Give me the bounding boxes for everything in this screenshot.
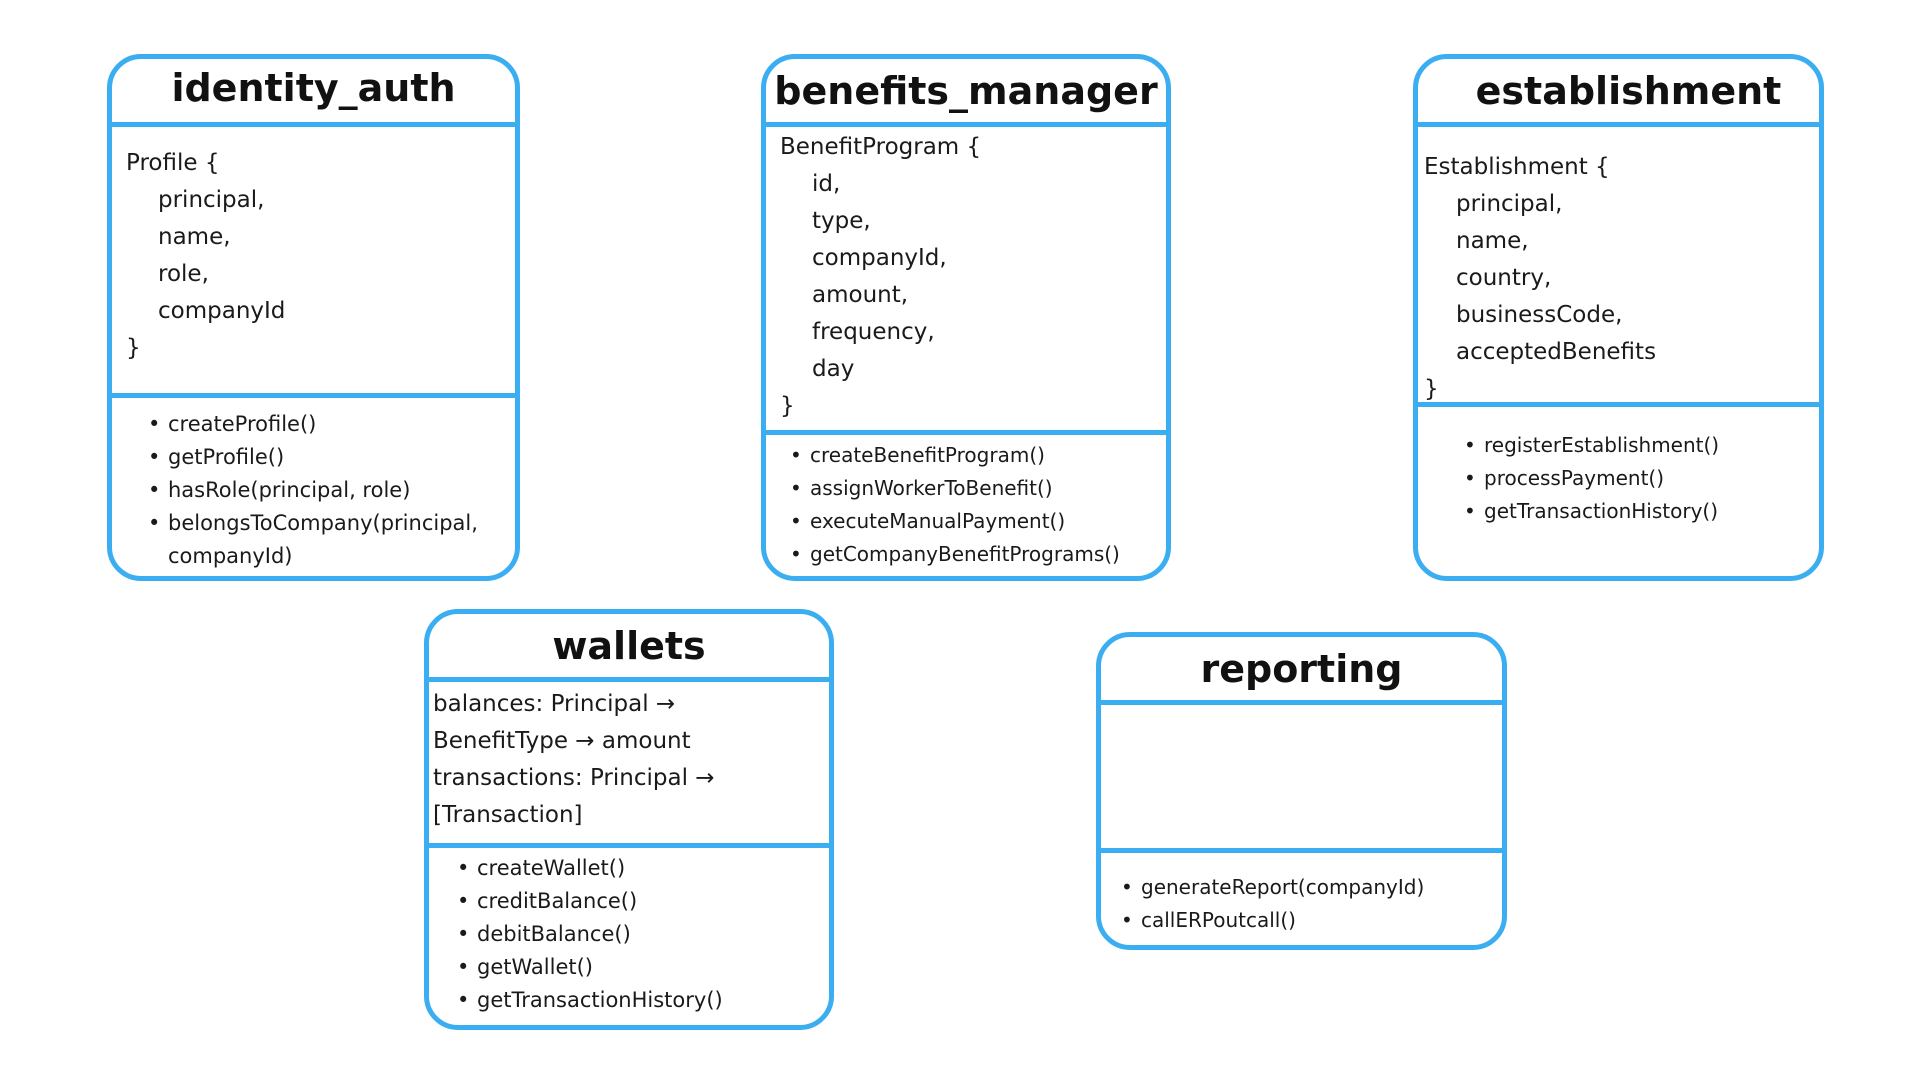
attribute-line: role, (158, 261, 209, 287)
method-label: getTransactionHistory() (477, 988, 723, 1012)
module-box-establishment: establishment Establishment { principal,… (1413, 54, 1824, 581)
module-box-reporting: reporting •generateReport(companyId) •ca… (1096, 632, 1507, 950)
attribute-line: balances: Principal → (433, 691, 676, 717)
module-title: reporting (1101, 637, 1502, 705)
module-box-wallets: wallets balances: Principal → BenefitTyp… (424, 609, 834, 1030)
method-item: •getWallet() (457, 955, 593, 979)
attribute-line: name, (1456, 228, 1529, 254)
attribute-line: type, (812, 208, 871, 234)
module-methods: •createBenefitProgram() •assignWorkerToB… (766, 435, 1166, 571)
method-item: •debitBalance() (457, 922, 631, 946)
module-title: identity_auth (112, 59, 515, 127)
method-label: getTransactionHistory() (1484, 499, 1719, 523)
attribute-line: businessCode, (1456, 302, 1623, 328)
method-item: •assignWorkerToBenefit() (790, 476, 1053, 500)
attribute-line: name, (158, 224, 231, 250)
method-item: •creditBalance() (457, 889, 638, 913)
attribute-line: } (780, 393, 795, 419)
method-label: executeManualPayment() (810, 509, 1066, 533)
attribute-line: principal, (158, 187, 265, 213)
module-title: wallets (429, 614, 829, 682)
method-label: creditBalance() (477, 889, 638, 913)
method-item: •createProfile() (148, 412, 317, 436)
method-label: getCompanyBenefitPrograms() (810, 542, 1120, 566)
module-attributes-empty (1101, 705, 1502, 853)
module-attributes: BenefitProgram { id, type, companyId, am… (766, 127, 1166, 435)
attribute-line: country, (1456, 265, 1552, 291)
method-item: •getProfile() (148, 445, 285, 469)
module-box-benefits-manager: benefits_manager BenefitProgram { id, ty… (761, 54, 1171, 581)
method-label: processPayment() (1484, 466, 1665, 490)
method-label: generateReport(companyId) (1141, 875, 1425, 899)
attribute-line: Profile { (126, 150, 220, 176)
method-item: •getTransactionHistory() (1464, 499, 1719, 523)
attribute-line: [Transaction] (433, 802, 583, 828)
module-title: benefits_manager (766, 59, 1166, 127)
method-item: •callERPoutcall() (1121, 908, 1296, 932)
attribute-line: Establishment { (1424, 154, 1610, 180)
attribute-line: amount, (812, 282, 909, 308)
method-label: debitBalance() (477, 922, 631, 946)
method-label: belongsToCompany(principal, (168, 511, 478, 535)
method-label: registerEstablishment() (1484, 433, 1720, 457)
method-item-continuation: companyId) (132, 540, 515, 573)
method-label: getWallet() (477, 955, 593, 979)
method-item: •executeManualPayment() (790, 509, 1066, 533)
method-label: assignWorkerToBenefit() (810, 476, 1053, 500)
attribute-line: } (1424, 376, 1439, 402)
module-attributes: Profile { principal, name, role, company… (112, 127, 515, 398)
attribute-line: principal, (1456, 191, 1563, 217)
method-label: hasRole(principal, role) (168, 478, 411, 502)
attribute-line: day (812, 356, 855, 382)
attribute-line: } (126, 335, 141, 361)
attribute-line: frequency, (812, 319, 935, 345)
method-label: companyId) (168, 544, 293, 568)
module-attributes: Establishment { principal, name, country… (1418, 127, 1819, 407)
method-label: getProfile() (168, 445, 285, 469)
method-item: •getTransactionHistory() (457, 988, 723, 1012)
method-label: createBenefitProgram() (810, 443, 1045, 467)
module-methods: •createProfile() •getProfile() •hasRole(… (112, 398, 515, 573)
method-item: •createBenefitProgram() (790, 443, 1045, 467)
method-item: •createWallet() (457, 856, 626, 880)
module-methods: •createWallet() •creditBalance() •debitB… (429, 848, 829, 1017)
attribute-line: acceptedBenefits (1456, 339, 1657, 365)
attribute-line: BenefitProgram { (780, 134, 982, 160)
attribute-line: BenefitType → amount (433, 728, 691, 754)
module-attributes: balances: Principal → BenefitType → amou… (429, 682, 829, 848)
module-title: establishment (1418, 59, 1819, 127)
method-item: •registerEstablishment() (1464, 433, 1720, 457)
method-item: •generateReport(companyId) (1121, 875, 1425, 899)
method-item: •belongsToCompany(principal, (148, 511, 478, 535)
module-methods: •generateReport(companyId) •callERPoutca… (1101, 853, 1502, 937)
method-label: createWallet() (477, 856, 626, 880)
method-item: •processPayment() (1464, 466, 1665, 490)
method-label: createProfile() (168, 412, 317, 436)
module-box-identity-auth: identity_auth Profile { principal, name,… (107, 54, 520, 581)
method-label: callERPoutcall() (1141, 908, 1296, 932)
method-item: •getCompanyBenefitPrograms() (790, 542, 1120, 566)
attribute-line: companyId, (812, 245, 947, 271)
module-methods: •registerEstablishment() •processPayment… (1418, 407, 1819, 528)
attribute-line: id, (812, 171, 841, 197)
method-item: •hasRole(principal, role) (148, 478, 411, 502)
attribute-line: transactions: Principal → (433, 765, 715, 791)
attribute-line: companyId (158, 298, 286, 324)
